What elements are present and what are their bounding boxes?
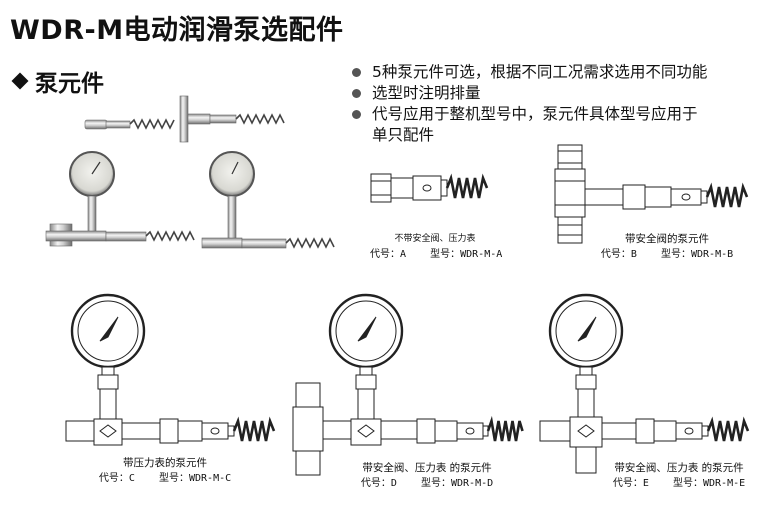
- product-photo: [45, 95, 335, 249]
- variant-code: 代号：A: [370, 249, 407, 260]
- bullet-icon: [352, 89, 361, 98]
- note-item: 选型时注明排量: [348, 83, 707, 104]
- variant-d-drawing: [292, 293, 524, 476]
- variant-model: 型号：WDR-M-A: [430, 249, 503, 260]
- variant-model: 型号：WDR-M-D: [420, 478, 494, 489]
- variant-b-drawing: [554, 144, 749, 244]
- page-title: WDR-M电动润滑泵选配件: [10, 15, 344, 46]
- variant-c-drawing: [65, 293, 276, 446]
- variant-code: 代号：C: [98, 473, 135, 484]
- variant-model: 型号：WDR-M-C: [158, 473, 232, 484]
- variant-model: 型号：WDR-M-E: [672, 478, 746, 489]
- variant-code: 代号：D: [360, 478, 397, 489]
- variant-model: 型号：WDR-M-B: [660, 249, 734, 260]
- variant-code: 代号：E: [612, 478, 649, 489]
- variant-e-drawing: [539, 293, 750, 474]
- variant-d-caption: 带安全阀、压力表 的泵元件 代号：D 型号：WDR-M-D: [342, 461, 512, 491]
- variant-description: 带安全阀的泵元件: [625, 233, 709, 245]
- variant-a-drawing: [370, 173, 489, 203]
- variant-description: 不带安全阀、压力表: [394, 234, 476, 244]
- diamond-bullet-icon: [11, 72, 29, 90]
- variant-description: 带压力表的泵元件: [123, 457, 207, 469]
- variant-b-caption: 带安全阀的泵元件 代号：B 型号：WDR-M-B: [592, 232, 742, 262]
- bullet-icon: [352, 110, 361, 119]
- variant-code: 代号：B: [600, 249, 637, 260]
- variant-e-caption: 带安全阀、压力表 的泵元件 代号：E 型号：WDR-M-E: [594, 461, 764, 491]
- note-item: 代号应用于整机型号中，泵元件具体型号应用于: [348, 104, 707, 125]
- note-item: 单只配件: [372, 126, 435, 144]
- variant-description: 带安全阀、压力表 的泵元件: [614, 462, 744, 474]
- note-item: 5种泵元件可选，根据不同工况需求选用不同功能: [348, 62, 707, 83]
- variant-a-caption: 不带安全阀、压力表 代号：A 型号：WDR-M-A: [370, 232, 503, 262]
- notes-list: 5种泵元件可选，根据不同工况需求选用不同功能 选型时注明排量 代号应用于整机型号…: [348, 62, 707, 146]
- variant-description: 带安全阀、压力表 的泵元件: [362, 462, 492, 474]
- variant-c-caption: 带压力表的泵元件 代号：C 型号：WDR-M-C: [85, 456, 245, 486]
- section-heading: 泵元件: [8, 64, 104, 98]
- bullet-icon: [352, 68, 361, 77]
- section-title: 泵元件: [35, 71, 104, 97]
